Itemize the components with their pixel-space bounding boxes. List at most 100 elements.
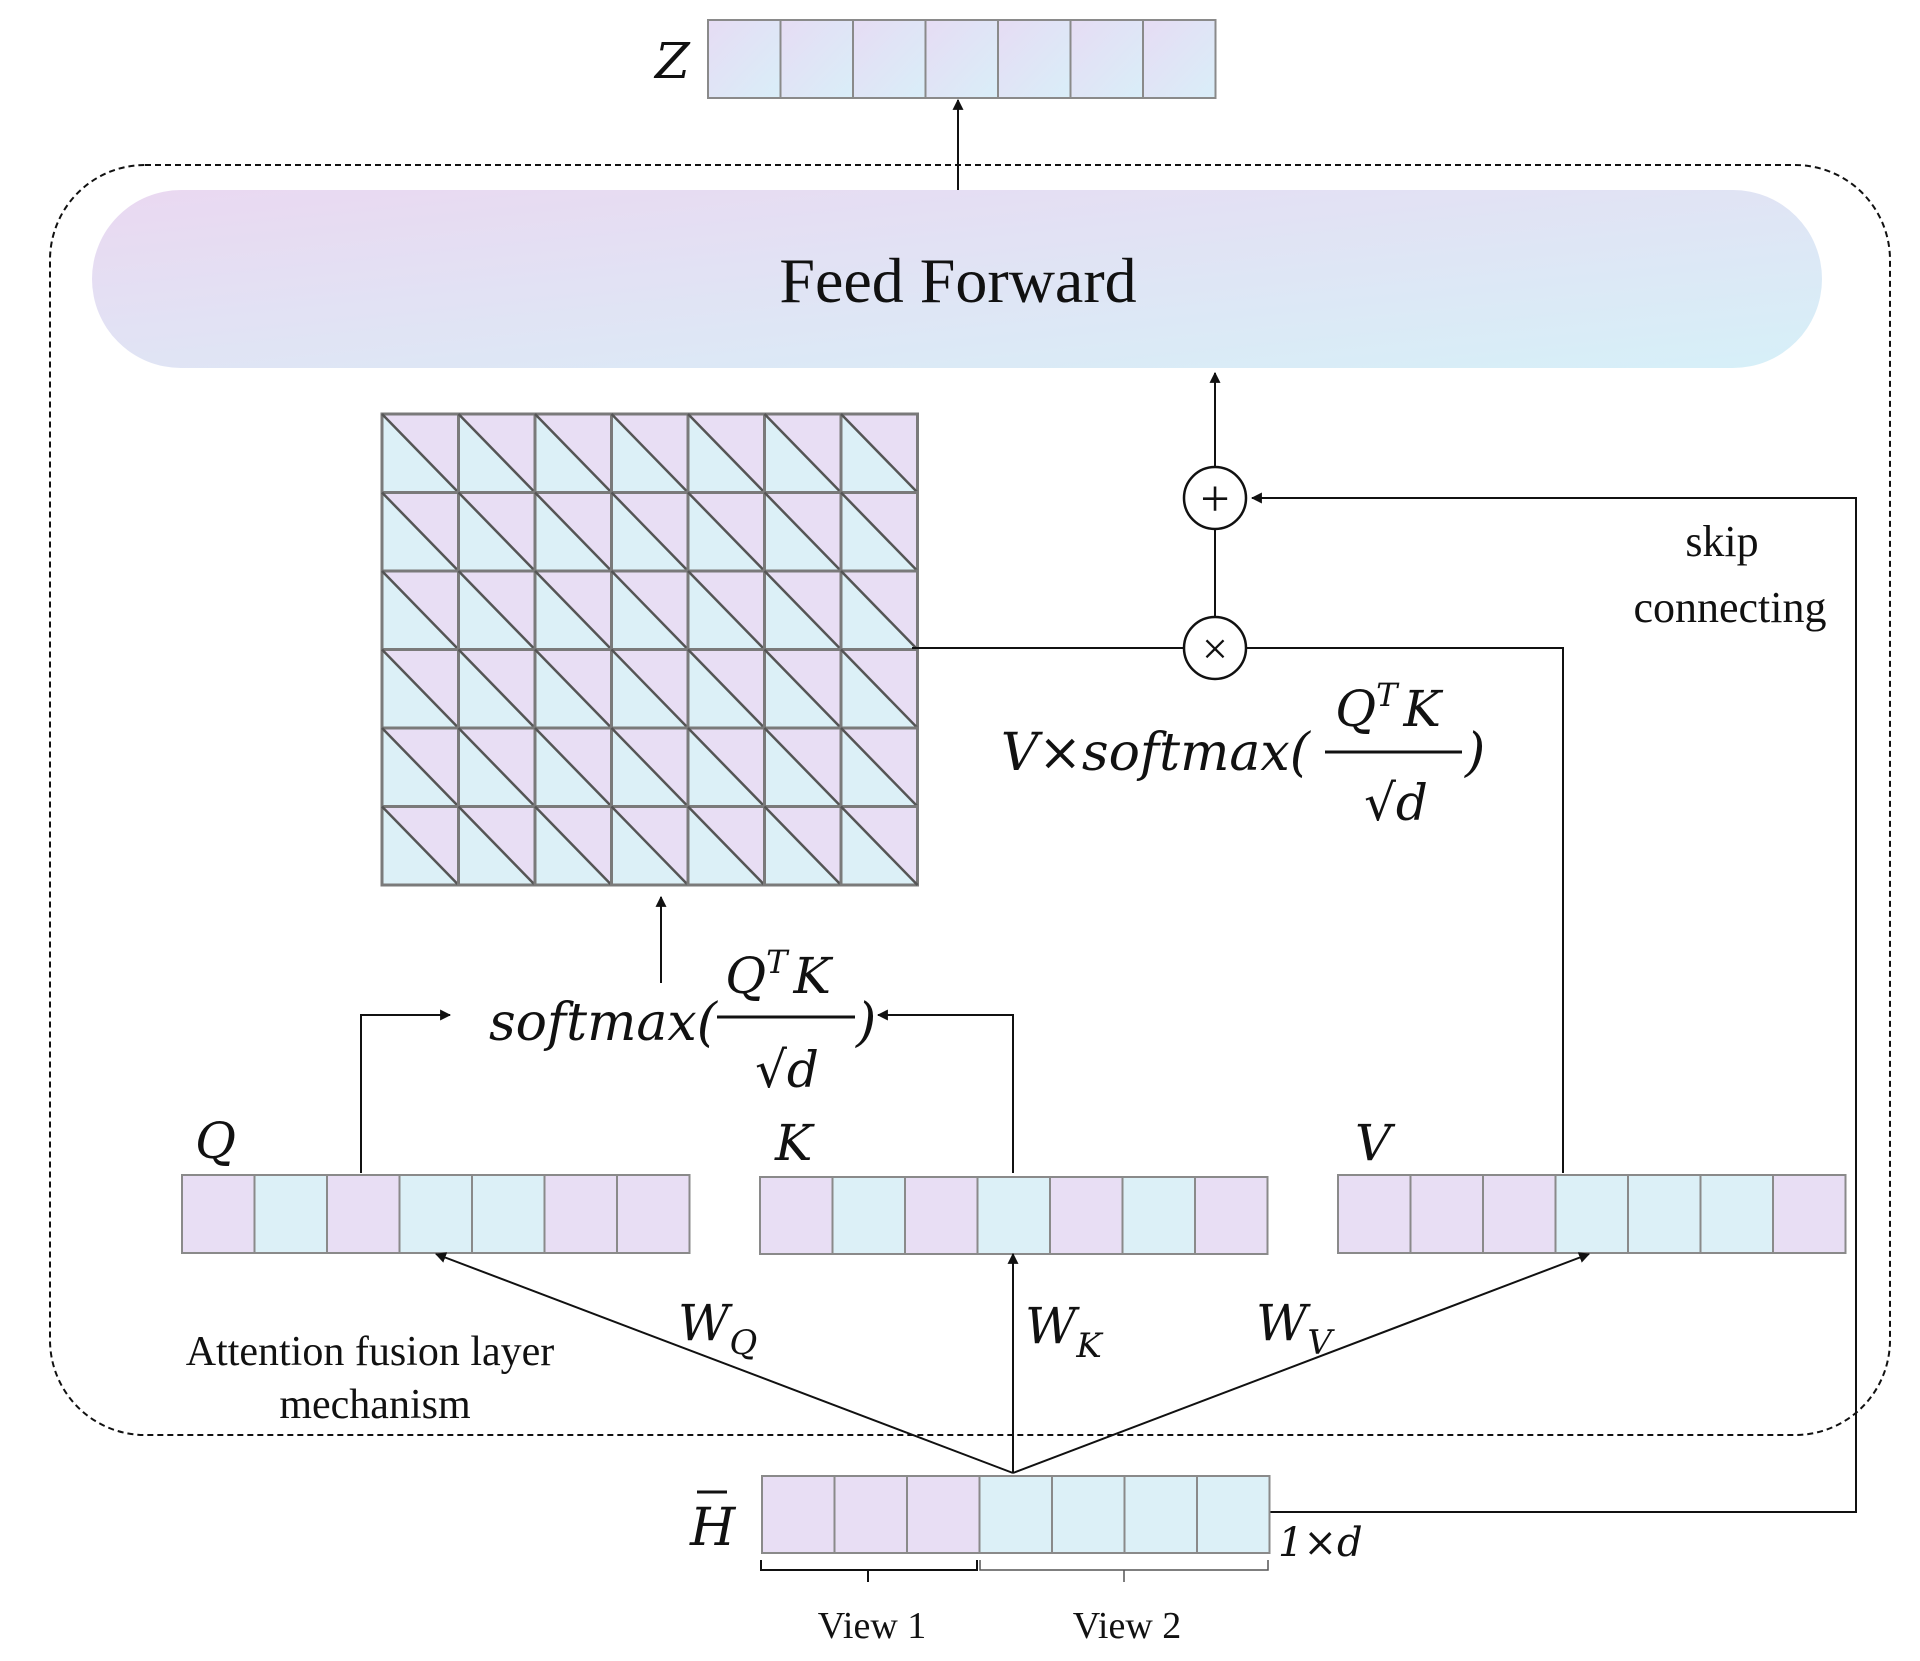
attention-matrix-cell	[380, 412, 460, 494]
feed-forward-label: Feed Forward	[779, 245, 1136, 316]
formula-top-prefix: V×softmax(	[1001, 723, 1312, 783]
attention-matrix-cell	[457, 726, 537, 808]
attention-matrix-cell	[533, 805, 613, 887]
skip-label-line2: connecting	[1633, 583, 1826, 632]
attention-matrix-cell	[763, 648, 843, 730]
skip-label-line1: skip	[1685, 517, 1758, 566]
attention-matrix-cell	[610, 569, 690, 651]
attention-matrix-cell	[380, 569, 460, 651]
attention-matrix-cell	[839, 491, 919, 573]
value-vector-cell	[1772, 1174, 1847, 1254]
key-vector-cell	[904, 1176, 979, 1255]
query-vector-cell	[253, 1174, 328, 1254]
key-vector-cell	[976, 1176, 1051, 1255]
feed-forward-block	[92, 190, 1822, 368]
k-label: K	[774, 1114, 815, 1172]
attention-matrix-cell	[763, 726, 843, 808]
attention-matrix-cell	[610, 726, 690, 808]
attention-matrix-cell	[610, 648, 690, 730]
attention-matrix-cell	[380, 648, 460, 730]
output-vector-cell	[1142, 19, 1217, 99]
value-vector-cell	[1409, 1174, 1484, 1254]
query-vector-cell	[471, 1174, 546, 1254]
attention-matrix-cell	[610, 412, 690, 494]
attention-matrix-cell	[839, 569, 919, 651]
attention-matrix-cell	[533, 491, 613, 573]
output-vector	[707, 19, 1217, 99]
attention-matrix-cell	[610, 805, 690, 887]
fused-input-vector-cell	[906, 1475, 981, 1554]
key-vector-cell	[831, 1176, 906, 1255]
q-label: Q	[195, 1112, 236, 1170]
attention-matrix-cell	[457, 805, 537, 887]
value-vector-cell	[1482, 1174, 1557, 1254]
skip-connection-line	[1250, 492, 1857, 1513]
formula-bottom-prefix: softmax(	[489, 993, 719, 1053]
output-vector-cell	[779, 19, 854, 99]
attention-matrix-cell	[763, 491, 843, 573]
multiply-symbol: ×	[1202, 623, 1228, 674]
output-vector-cell	[852, 19, 927, 99]
view2-brace	[979, 1560, 1269, 1582]
formula-top-denominator: √d	[1364, 774, 1428, 832]
add-symbol: +	[1200, 471, 1229, 528]
layer-label-line2: mechanism	[279, 1382, 471, 1428]
dimension-label: 1×d	[1278, 1520, 1363, 1566]
h-label: H	[689, 1498, 737, 1558]
attention-matrix-cell	[686, 569, 766, 651]
view1-brace	[760, 1560, 978, 1582]
value-vector-cell	[1627, 1174, 1702, 1254]
attention-matrix-cell	[839, 648, 919, 730]
formula-top-suffix: )	[1464, 723, 1485, 783]
attention-matrix	[380, 412, 919, 887]
attention-matrix-cell	[686, 648, 766, 730]
attention-matrix-cell	[763, 569, 843, 651]
fused-input-vector-cell	[833, 1475, 908, 1554]
layer-label-line1: Attention fusion layer	[186, 1329, 555, 1375]
value-vector-cell	[1337, 1174, 1412, 1254]
attention-matrix-cell	[686, 412, 766, 494]
fused-input-vector	[761, 1475, 1271, 1554]
arrow-h-to-v	[1012, 1252, 1591, 1474]
attention-matrix-cell	[686, 805, 766, 887]
attention-layer-border	[49, 164, 1891, 1436]
query-vector	[181, 1174, 691, 1254]
weight-k-label: WK	[1025, 1297, 1104, 1366]
attention-matrix-cell	[457, 491, 537, 573]
arrow-h-to-q	[434, 1252, 1014, 1474]
attention-matrix-cell	[533, 648, 613, 730]
fused-input-vector-cell	[978, 1475, 1053, 1554]
attention-matrix-cell	[533, 569, 613, 651]
weight-v-label: WV	[1256, 1294, 1335, 1363]
output-vector-cell	[707, 19, 782, 99]
query-vector-cell	[616, 1174, 691, 1254]
output-vector-cell	[997, 19, 1072, 99]
attention-matrix-cell	[686, 491, 766, 573]
key-vector	[759, 1176, 1269, 1255]
attention-matrix-cell	[457, 648, 537, 730]
fused-input-vector-cell	[1051, 1475, 1126, 1554]
formula-bottom-suffix: )	[855, 993, 876, 1053]
attention-matrix-cell	[839, 726, 919, 808]
output-vector-cell	[924, 19, 999, 99]
attention-matrix-cell	[380, 491, 460, 573]
value-vector	[1337, 1174, 1847, 1254]
fused-input-vector-cell	[761, 1475, 836, 1554]
output-vector-cell	[1069, 19, 1144, 99]
key-vector-cell	[1049, 1176, 1124, 1255]
query-vector-cell	[543, 1174, 618, 1254]
attention-matrix-cell	[763, 805, 843, 887]
attention-matrix-cell	[380, 726, 460, 808]
fused-input-vector-cell	[1196, 1475, 1271, 1554]
line-v-to-multiply	[1246, 647, 1564, 1173]
output-label: Z	[653, 32, 691, 90]
view1-label: View 1	[818, 1605, 927, 1647]
value-vector-cell	[1699, 1174, 1774, 1254]
attention-matrix-cell	[839, 805, 919, 887]
fused-input-vector-cell	[1123, 1475, 1198, 1554]
